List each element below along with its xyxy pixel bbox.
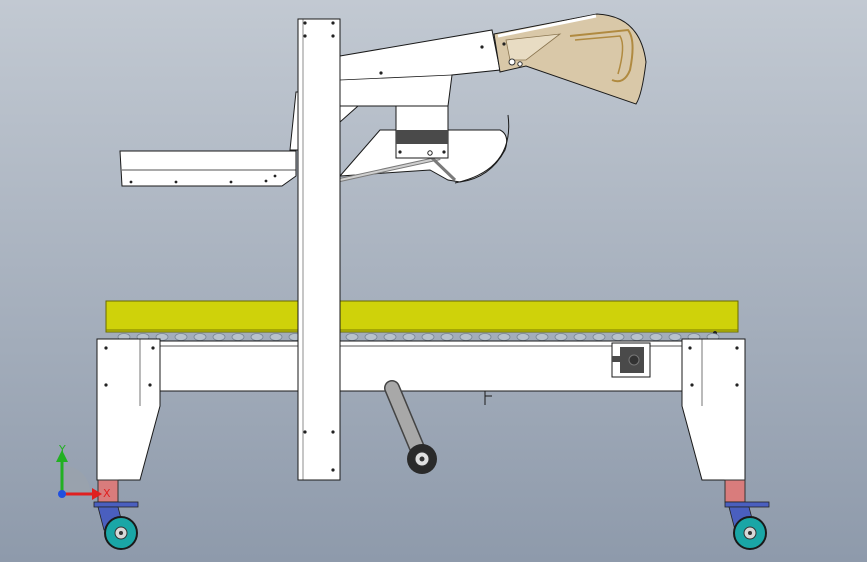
roller xyxy=(630,333,644,341)
coordinate-triad: Y X xyxy=(56,443,111,500)
roller xyxy=(459,333,473,341)
top-flap-folder[interactable] xyxy=(493,13,647,105)
roller xyxy=(345,333,359,341)
roller xyxy=(231,333,245,341)
conveyor-belt[interactable] xyxy=(105,300,739,335)
roller xyxy=(649,333,663,341)
roller xyxy=(174,333,188,341)
roller xyxy=(497,333,511,341)
roller xyxy=(668,333,682,341)
triad-rotation-arc xyxy=(64,466,90,492)
drive-box[interactable] xyxy=(395,103,449,159)
roller xyxy=(440,333,454,341)
motor-box[interactable] xyxy=(611,342,651,378)
roller xyxy=(611,333,625,341)
swing-arm[interactable] xyxy=(384,380,428,463)
roller xyxy=(364,333,378,341)
roller xyxy=(402,333,416,341)
caster-right[interactable] xyxy=(724,479,770,550)
left-leg[interactable] xyxy=(96,338,161,481)
roller xyxy=(478,333,492,341)
roller xyxy=(554,333,568,341)
roller xyxy=(421,333,435,341)
roller xyxy=(535,333,549,341)
roller xyxy=(193,333,207,341)
roller xyxy=(383,333,397,341)
roller xyxy=(269,333,283,341)
triad-y-label: Y xyxy=(58,443,66,456)
roller xyxy=(516,333,530,341)
roller xyxy=(212,333,226,341)
caster-left[interactable] xyxy=(93,479,139,550)
drive-box-dark-panel xyxy=(396,130,448,144)
roller xyxy=(592,333,606,341)
triad-x-label: X xyxy=(103,487,111,500)
center-column[interactable] xyxy=(297,18,341,481)
roller xyxy=(250,333,264,341)
lower-wheel[interactable] xyxy=(407,444,437,474)
triad-z-axis xyxy=(58,490,66,498)
right-leg[interactable] xyxy=(681,338,746,481)
roller xyxy=(573,333,587,341)
